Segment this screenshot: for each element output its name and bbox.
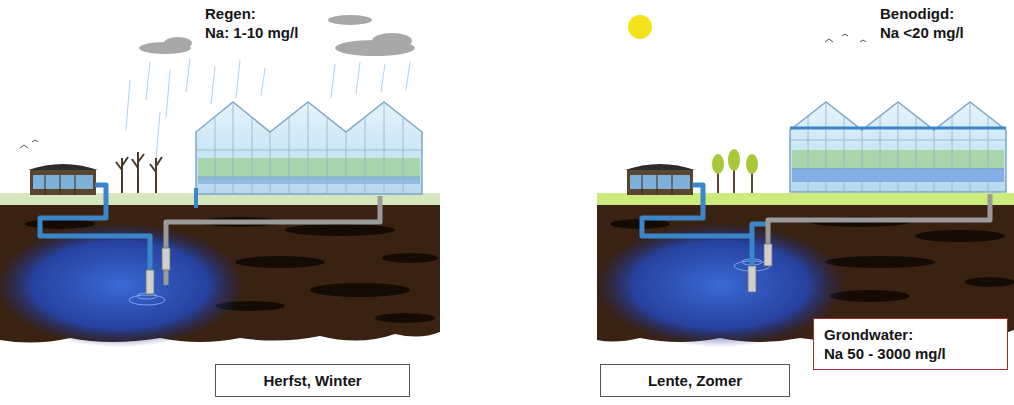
annotation-label: Na <20 mg/l bbox=[880, 23, 964, 42]
well-screens bbox=[748, 244, 772, 292]
green-trees bbox=[712, 149, 758, 193]
birds bbox=[825, 34, 866, 42]
season-box: Herfst, Winter bbox=[215, 364, 410, 397]
pipes bbox=[40, 185, 380, 285]
groundwater bbox=[595, 223, 845, 347]
season-box: Lente, Zomer bbox=[600, 364, 790, 397]
box-text: Lente, Zomer bbox=[611, 371, 779, 390]
water-basin bbox=[28, 164, 98, 195]
annotation-label: Benodigd: bbox=[880, 4, 954, 23]
annotation-label: Regen: bbox=[205, 4, 256, 23]
annotation-label: Na: 1-10 mg/l bbox=[205, 23, 298, 42]
box-text: Na 50 - 3000 mg/l bbox=[824, 344, 997, 363]
greenhouse bbox=[196, 102, 422, 194]
pipes bbox=[642, 185, 990, 282]
sun bbox=[628, 15, 652, 39]
greenhouse bbox=[790, 102, 1006, 192]
left-scene bbox=[0, 15, 440, 347]
box-heading: Grondwater: bbox=[824, 325, 997, 344]
box-text: Herfst, Winter bbox=[226, 371, 399, 390]
water-basin bbox=[625, 164, 695, 195]
groundwater-box: Grondwater:Na 50 - 3000 mg/l bbox=[813, 318, 1008, 370]
groundwater bbox=[0, 223, 245, 347]
clouds bbox=[139, 15, 415, 56]
well-screens bbox=[146, 248, 170, 294]
right-scene bbox=[595, 15, 1014, 347]
water-ripples bbox=[129, 293, 165, 305]
birds bbox=[20, 140, 38, 148]
bare-trees bbox=[116, 152, 162, 193]
